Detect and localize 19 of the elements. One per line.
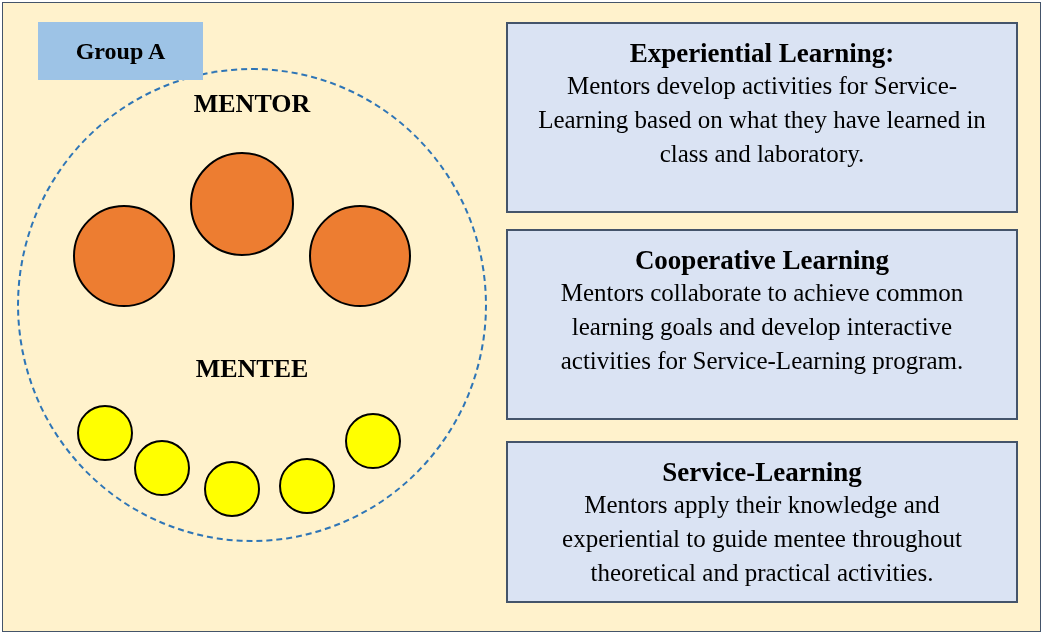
- dashed-circle: [17, 68, 487, 542]
- info-box: [506, 441, 1018, 603]
- box-description: Mentors develop activities for Service-Learning based on what they have learned in class and laboratory.: [537, 71, 987, 169]
- mentee-circle: [134, 440, 190, 496]
- mentee-circle: [345, 413, 401, 469]
- box-heading: Experiential Learning:: [628, 38, 896, 69]
- mentee-circle: [279, 458, 335, 514]
- group-tag: [38, 22, 203, 80]
- group-label: Group A: [75, 37, 166, 65]
- mentee-circle: [77, 405, 133, 461]
- mentee-circle: [204, 461, 260, 517]
- box-description: Mentors apply their knowledge and experiential to guide mentee throughout theoretical and practical activities.: [561, 490, 963, 588]
- box-heading: Service-Learning: [661, 457, 863, 488]
- info-box: [506, 22, 1018, 213]
- role-label: MENTEE: [194, 354, 310, 384]
- role-label: MENTOR: [192, 89, 312, 119]
- info-box: [506, 229, 1018, 420]
- box-heading: Cooperative Learning: [633, 245, 891, 276]
- box-description: Mentors collaborate to achieve common learning goals and develop interactive activities for Service-Learning program.: [559, 278, 965, 376]
